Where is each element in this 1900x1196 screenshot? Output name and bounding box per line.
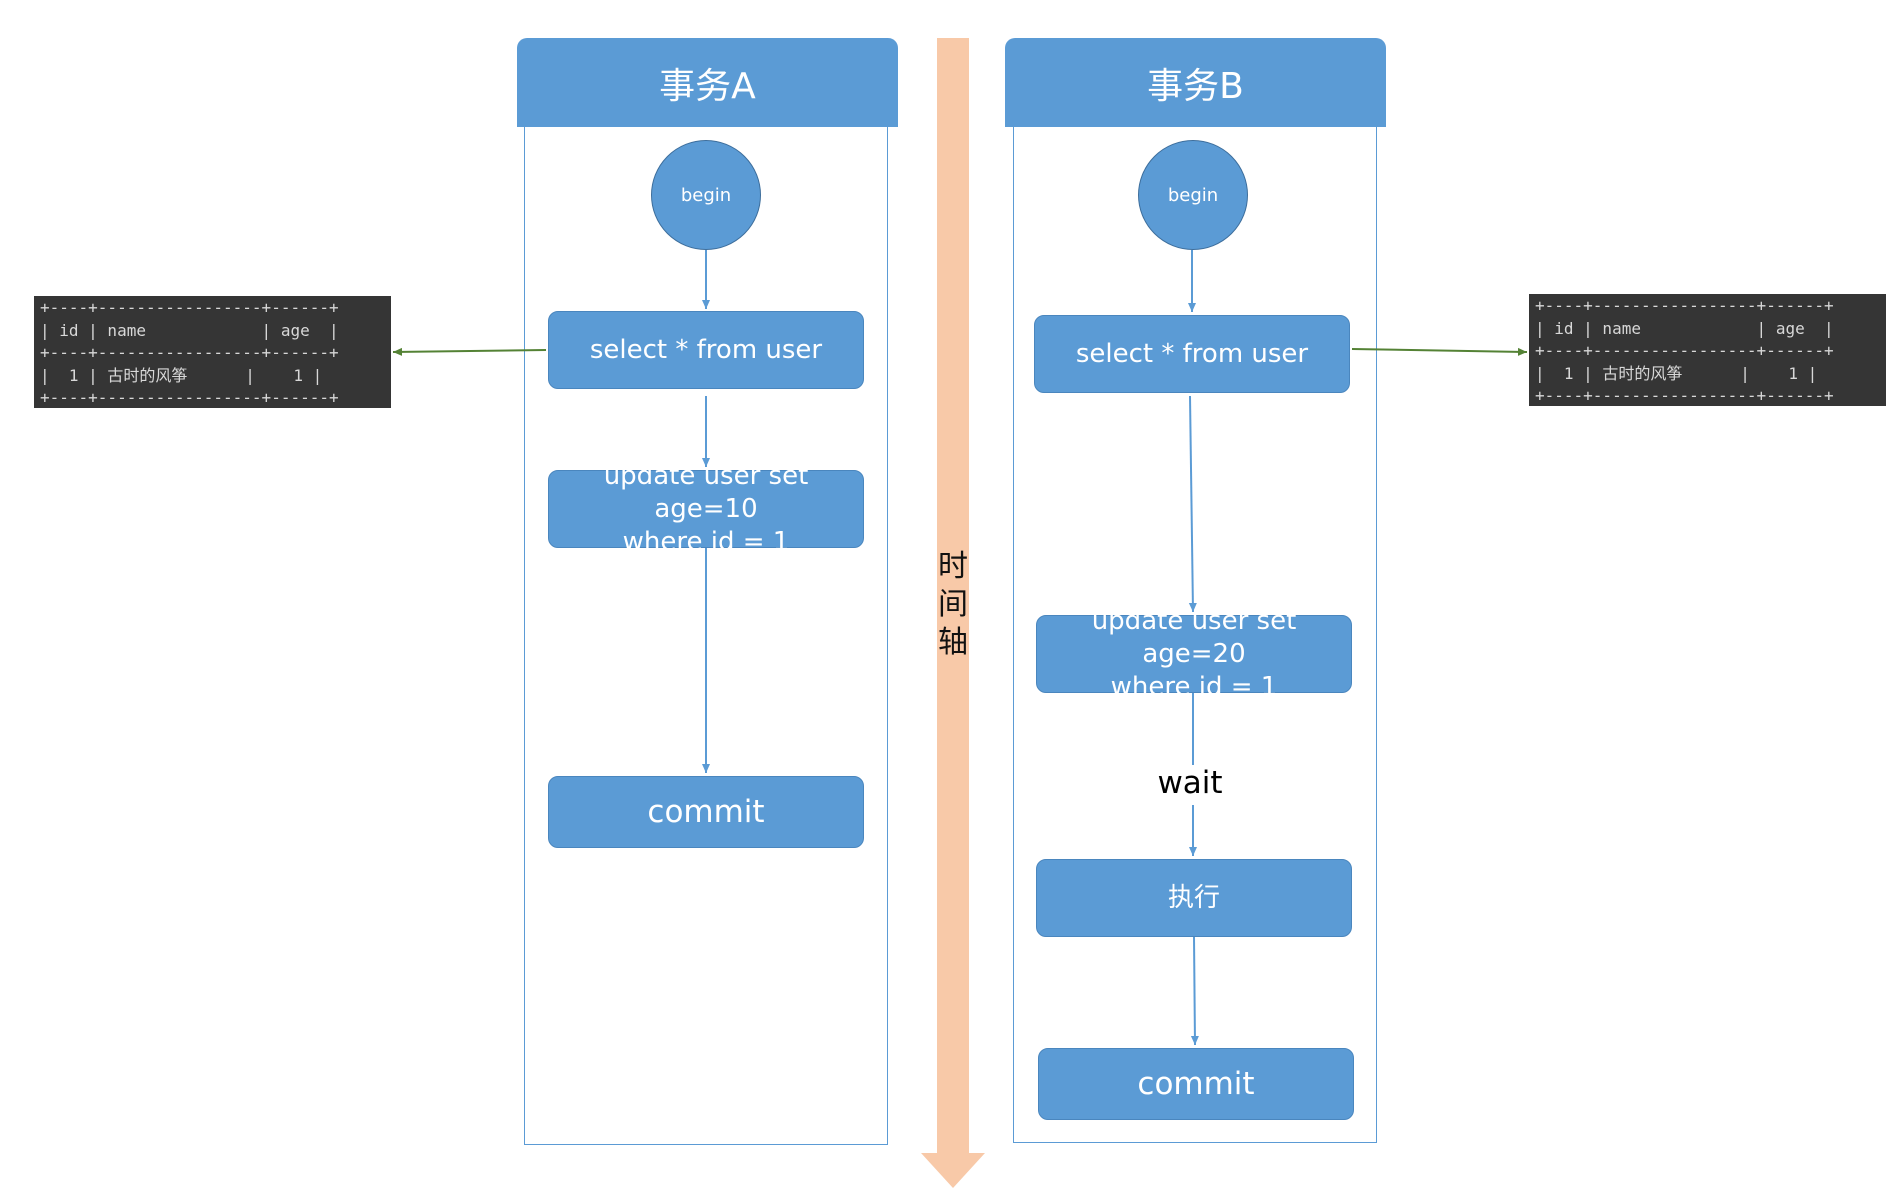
table-row: | 1 | 古时的风筝 | 1 | [40,365,323,385]
arrow-b-select-result [1351,347,1528,356]
arrow-a-select-result [392,347,547,356]
transaction-b-select-node: select * from user [1034,315,1350,393]
transaction-a-update-node: update user set age=10 where id = 1 [548,461,864,557]
transaction-b-header: 事务B [1005,38,1386,127]
table-row: +----+-----------------+------+ [40,298,339,317]
table-row: +----+-----------------+------+ [1535,386,1834,405]
result-table-left: +----+-----------------+------+ | id | n… [34,296,391,408]
result-table-right: +----+-----------------+------+ | id | n… [1529,294,1886,406]
transaction-b-update-node: update user set age=20 where id = 1 [1036,606,1352,702]
table-row: +----+-----------------+------+ [40,343,339,362]
transaction-a-header: 事务A [517,38,898,127]
table-row: +----+-----------------+------+ [40,388,339,407]
transaction-a-title: 事务A [659,65,756,107]
table-row: +----+-----------------+------+ [1535,341,1834,360]
wait-label: wait [1157,765,1223,801]
table-row: | 1 | 古时的风筝 | 1 | [1535,363,1818,383]
transaction-b-commit-node: commit [1038,1048,1354,1120]
transaction-b-title: 事务B [1147,65,1244,107]
transaction-b-execute-node: 执行 [1036,859,1352,937]
transaction-a-begin-node: begin [651,140,761,250]
transaction-a-commit-node: commit [548,776,864,848]
transaction-b-begin-node: begin [1138,140,1248,250]
arrow-b-execute-commit [1190,936,1199,1046]
arrow-b-select-update [1188,395,1197,613]
transaction-a-select-node: select * from user [548,311,864,389]
table-row: +----+-----------------+------+ [1535,296,1834,315]
table-row: | id | name | age | [1535,318,1834,338]
table-row: | id | name | age | [40,320,339,340]
timeline-label: 时 间 轴 [938,549,968,660]
